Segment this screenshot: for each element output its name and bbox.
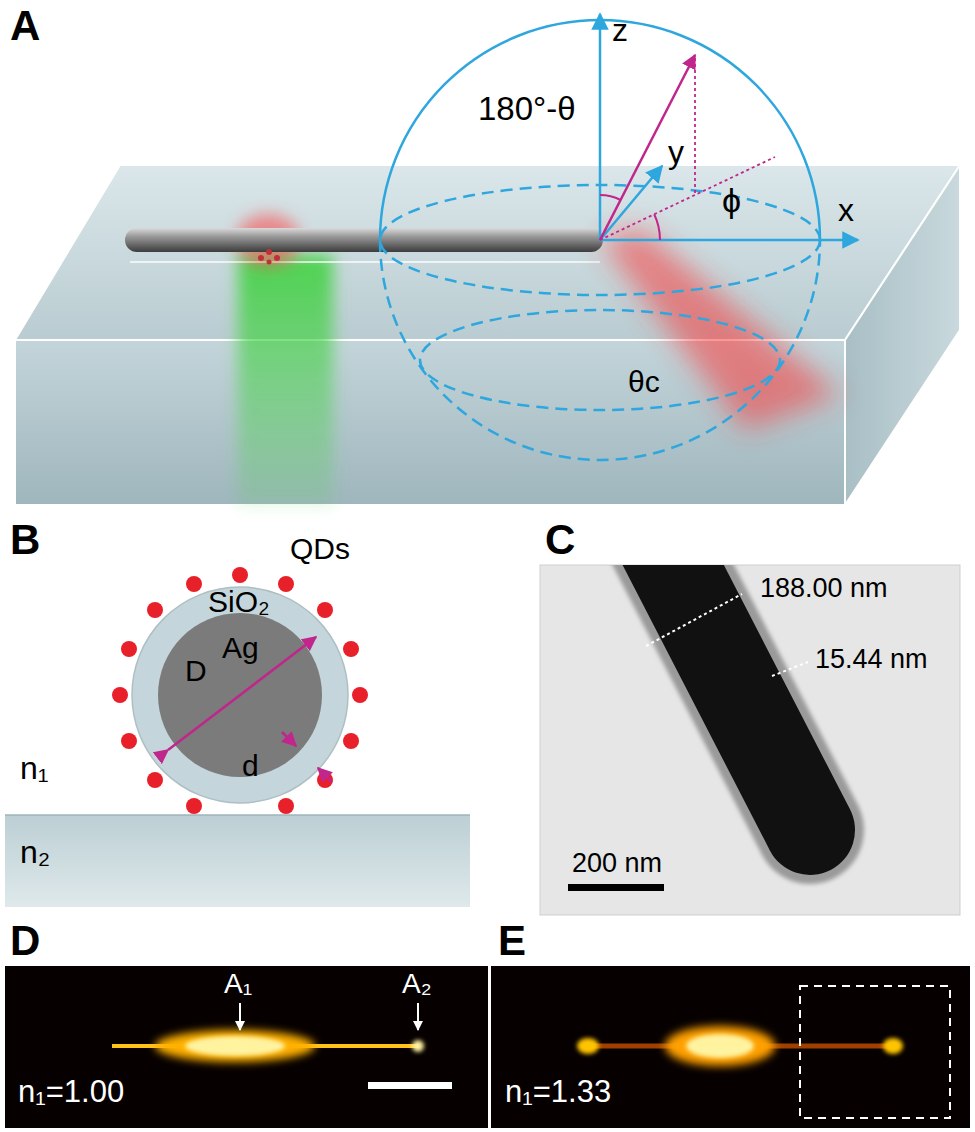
tem-nanowire bbox=[650, 565, 810, 830]
scale-label: 200 nm bbox=[572, 849, 662, 877]
quantum-dots bbox=[112, 567, 368, 814]
index-label: n₂ bbox=[20, 836, 50, 870]
dimension-label: D bbox=[185, 655, 207, 687]
axes bbox=[600, 14, 858, 240]
wire-reflection bbox=[130, 261, 600, 263]
scale-bar bbox=[368, 1082, 452, 1089]
optical-image bbox=[491, 966, 970, 1128]
silver-core bbox=[158, 613, 322, 777]
point-label: A₁ bbox=[224, 969, 252, 998]
nanowire bbox=[125, 228, 603, 252]
zoom-box bbox=[800, 986, 950, 1118]
panel-letter: E bbox=[498, 919, 526, 963]
angle-label: θc bbox=[628, 366, 660, 398]
emission-beam bbox=[600, 228, 840, 430]
quantum-dots bbox=[258, 249, 280, 265]
part-label: SiO₂ bbox=[208, 586, 270, 618]
excitation-beam bbox=[238, 255, 333, 505]
point-label: A₂ bbox=[402, 969, 432, 998]
part-label: QDs bbox=[290, 533, 350, 565]
scale-bar bbox=[568, 884, 664, 891]
thickness-arrow bbox=[282, 732, 296, 746]
interface-line bbox=[5, 814, 470, 816]
index-label: n₁=1.00 bbox=[18, 1076, 124, 1109]
panel-letter: D bbox=[10, 919, 40, 963]
thickness-arrow bbox=[318, 768, 332, 782]
emission-wire bbox=[577, 1026, 903, 1066]
angle-label: 180°-θ bbox=[478, 92, 576, 127]
pointer-arrow bbox=[417, 1003, 419, 1030]
measure-line bbox=[772, 662, 808, 676]
emission-wire bbox=[110, 1030, 424, 1062]
pointer-arrow bbox=[239, 1003, 241, 1030]
axis-label: x bbox=[838, 194, 854, 228]
axis-label: z bbox=[612, 14, 628, 48]
panel-letter: C bbox=[545, 518, 575, 562]
index-label: n₁=1.33 bbox=[505, 1076, 611, 1109]
panel-letter: B bbox=[10, 518, 40, 562]
direction-vector bbox=[600, 55, 775, 240]
dimension-label: 188.00 nm bbox=[760, 574, 888, 602]
panel-letter: A bbox=[10, 4, 40, 48]
part-label: Ag bbox=[222, 632, 259, 664]
measure-line bbox=[646, 594, 742, 646]
optical-image bbox=[5, 966, 488, 1128]
index-label: n₁ bbox=[20, 752, 49, 786]
substrate bbox=[5, 815, 470, 907]
angle-label: ϕ bbox=[722, 183, 741, 219]
dimension-label: d bbox=[242, 750, 259, 782]
axis-label: y bbox=[668, 136, 684, 170]
dimension-label: 15.44 nm bbox=[815, 645, 928, 673]
silica-shell bbox=[132, 587, 348, 803]
